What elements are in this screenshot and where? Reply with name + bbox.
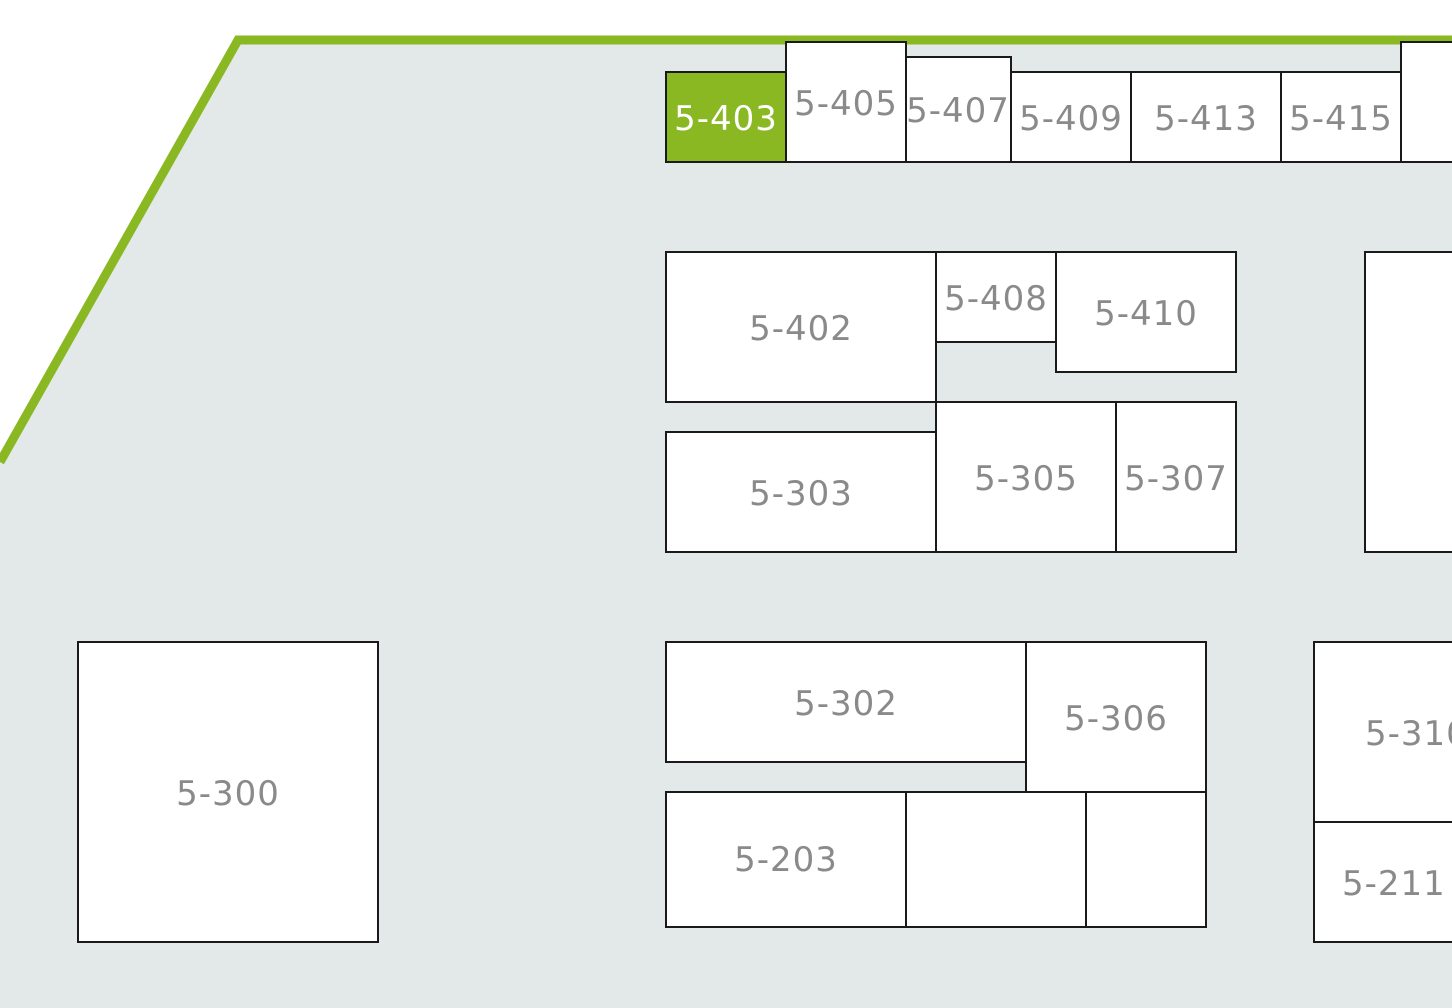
booth-label-5-307: 5-307	[1124, 459, 1228, 499]
booth-label-5-413: 5-413	[1154, 99, 1258, 139]
booth-label-5-405: 5-405	[794, 84, 898, 124]
booth-5-405[interactable]: 5-405	[785, 41, 907, 163]
booth-label-5-300: 5-300	[176, 774, 280, 814]
booth-label-5-306: 5-306	[1064, 699, 1168, 739]
booth-unlabeled-top-right[interactable]	[1400, 41, 1452, 163]
booth-5-403[interactable]: 5-403	[665, 71, 787, 163]
booth-label-5-310: 5-310	[1365, 714, 1452, 754]
booth-5-303[interactable]: 5-303	[665, 431, 937, 553]
booth-label-5-403: 5-403	[674, 99, 778, 139]
booth-5-302[interactable]: 5-302	[665, 641, 1027, 763]
hall-outline	[0, 35, 1452, 465]
booth-label-5-302: 5-302	[794, 684, 898, 724]
booth-5-407[interactable]: 5-407	[905, 56, 1012, 163]
booth-label-5-409: 5-409	[1019, 99, 1123, 139]
booth-unlabeled-5-20x-b[interactable]	[1085, 791, 1207, 928]
booth-5-415[interactable]: 5-415	[1280, 71, 1402, 163]
booth-5-211[interactable]: 5-211	[1313, 821, 1452, 943]
booth-unlabeled-right-block[interactable]	[1364, 251, 1452, 553]
booth-label-5-407: 5-407	[906, 91, 1010, 131]
booth-label-5-305: 5-305	[974, 459, 1078, 499]
booth-5-307[interactable]: 5-307	[1115, 401, 1237, 553]
booth-5-306[interactable]: 5-306	[1025, 641, 1207, 793]
booth-5-305[interactable]: 5-305	[935, 401, 1117, 553]
booth-label-5-211: 5-211	[1342, 864, 1446, 904]
booth-unlabeled-5-20x-a[interactable]	[905, 791, 1087, 928]
booth-label-5-402: 5-402	[749, 309, 853, 349]
booth-5-409[interactable]: 5-409	[1010, 71, 1132, 163]
booth-5-410[interactable]: 5-410	[1055, 251, 1237, 373]
booth-5-310[interactable]: 5-310	[1313, 641, 1452, 823]
booth-label-5-408: 5-408	[944, 279, 1048, 319]
booth-label-5-415: 5-415	[1289, 99, 1393, 139]
booth-5-413[interactable]: 5-413	[1130, 71, 1282, 163]
booth-label-5-410: 5-410	[1094, 294, 1198, 334]
booth-5-408[interactable]: 5-408	[935, 251, 1057, 343]
booth-5-402[interactable]: 5-402	[665, 251, 937, 403]
booth-label-5-303: 5-303	[749, 474, 853, 514]
booth-label-5-203: 5-203	[734, 840, 838, 880]
booth-5-203[interactable]: 5-203	[665, 791, 907, 928]
booth-5-300[interactable]: 5-300	[77, 641, 379, 943]
